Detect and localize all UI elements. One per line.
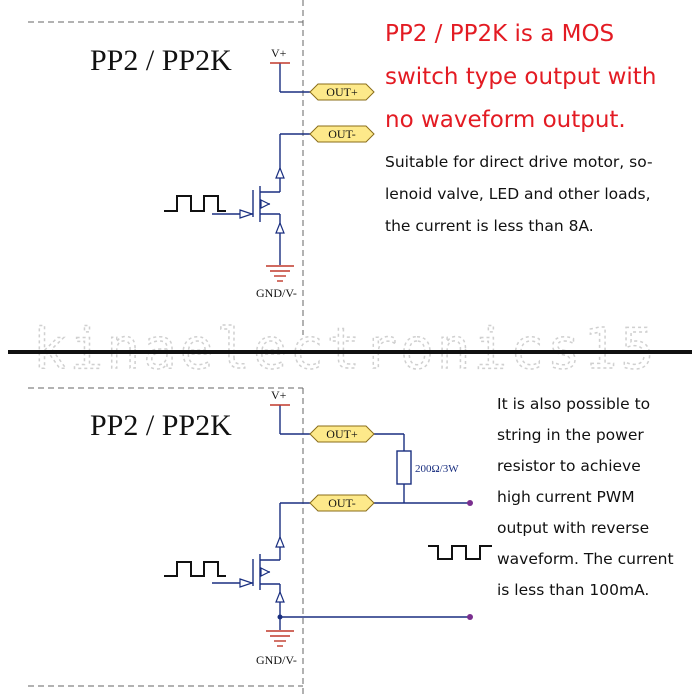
- svg-text:OUT-: OUT-: [328, 496, 356, 510]
- red-line: PP2 / PP2K is a MOS: [385, 21, 615, 47]
- red-line: no waveform output.: [385, 107, 626, 133]
- bottom-module-title: PP2 / PP2K: [90, 409, 232, 442]
- description-line: is less than 100mA.: [497, 581, 650, 599]
- description-line: lenoid valve, LED and other loads,: [385, 185, 651, 203]
- bottom-vplus-label: V+: [271, 388, 287, 402]
- top-input-waveform: [164, 195, 226, 212]
- reverse-output-waveform: [428, 545, 492, 560]
- top-black-description: Suitable for direct drive motor, so- len…: [385, 146, 653, 242]
- bottom-gnd-label: GND/V-: [256, 653, 297, 667]
- description-line: string in the power: [497, 426, 644, 444]
- description-line: resistor to achieve: [497, 457, 641, 475]
- description-line: It is also possible to: [497, 395, 651, 413]
- description-line: Suitable for direct drive motor, so-: [385, 153, 653, 171]
- description-line: high current PWM: [497, 488, 635, 506]
- top-ground-icon: [266, 265, 294, 282]
- description-line: waveform. The current: [497, 550, 674, 568]
- top-gnd-label: GND/V-: [256, 286, 297, 300]
- output-terminal-bottom: [467, 614, 473, 620]
- description-line: the current is less than 8A.: [385, 217, 594, 235]
- watermark: kinaelectronics15: [33, 317, 657, 382]
- svg-text:OUT-: OUT-: [328, 127, 356, 141]
- junction-dot: [277, 614, 283, 620]
- bottom-out-plus-tag: OUT+: [309, 425, 375, 443]
- bottom-out-minus-tag: OUT-: [309, 494, 375, 512]
- bottom-arrows: [239, 535, 285, 603]
- output-terminal-top: [467, 500, 473, 506]
- resistor-label: 200Ω/3W: [415, 463, 459, 475]
- description-line: output with reverse: [497, 519, 650, 537]
- power-resistor: [396, 450, 412, 485]
- top-out-plus-tag: OUT+: [309, 83, 375, 101]
- bottom-input-waveform: [164, 561, 226, 577]
- red-line: switch type output with: [385, 64, 657, 90]
- svg-text:OUT+: OUT+: [326, 427, 358, 441]
- bottom-ground-icon: [266, 630, 294, 647]
- top-vplus-label: V+: [271, 46, 287, 60]
- top-arrows: [239, 166, 285, 234]
- top-red-description: PP2 / PP2K is a MOS switch type output w…: [385, 13, 656, 142]
- top-module-title: PP2 / PP2K: [90, 44, 232, 77]
- top-out-minus-tag: OUT-: [309, 125, 375, 143]
- svg-text:OUT+: OUT+: [326, 85, 358, 99]
- bottom-black-description: It is also possible to string in the pow…: [497, 389, 674, 606]
- bottom-circuit: [28, 387, 470, 695]
